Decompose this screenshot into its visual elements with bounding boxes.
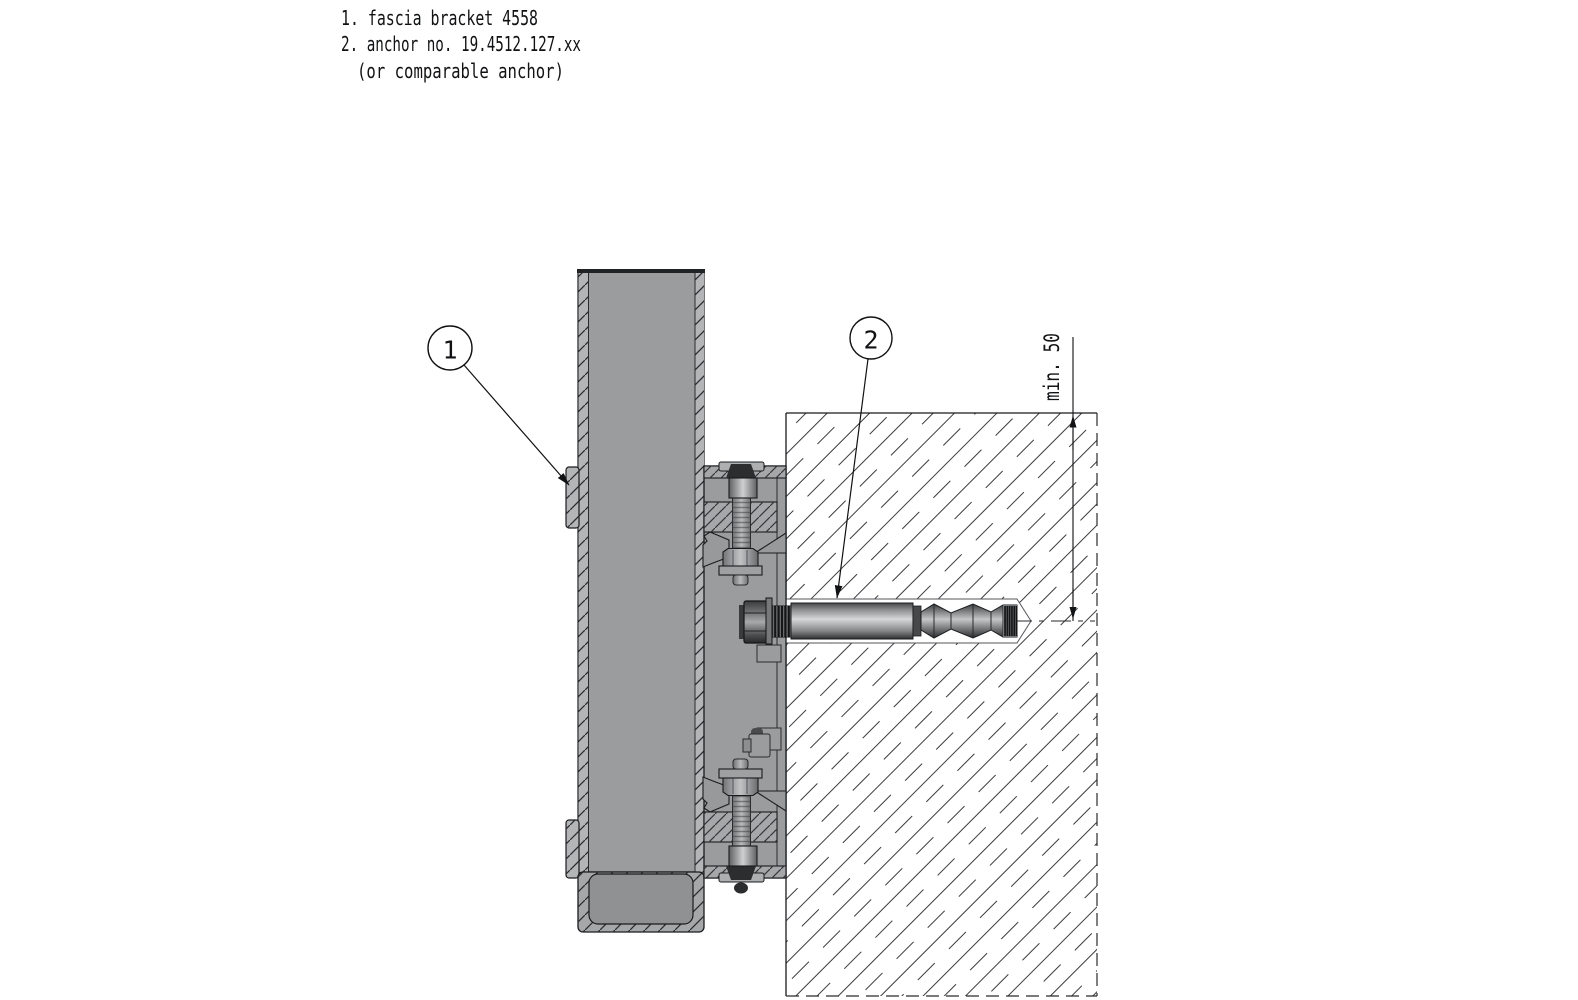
callout-1: 1 (427, 325, 570, 486)
callout-1-leader (463, 364, 570, 486)
bracket-nub-inner (742, 738, 752, 753)
callout-2: 2 (834, 316, 893, 599)
mounting-bracket (702, 461, 787, 894)
callout-2-circle (849, 316, 893, 360)
anchor-bolt (739, 597, 1018, 645)
wall-hatch (786, 413, 1097, 996)
profile-body (577, 269, 705, 873)
anchor-shank (790, 602, 914, 640)
profile-bottom-cap (577, 871, 705, 933)
dimension-label: min. 50 (1040, 333, 1064, 401)
callout-2-label: 2 (863, 326, 878, 355)
anchor-knurl (1003, 605, 1018, 637)
callout-1-circle (427, 325, 473, 371)
cap-insert (588, 873, 694, 925)
note-line-1: 1. fascia bracket 4558 (341, 6, 538, 30)
bracket-nub (748, 733, 771, 758)
anchor-neck-ring (912, 605, 922, 637)
anchor-hex-head (743, 600, 768, 644)
notes-block: 1. fascia bracket 4558 2. anchor no. 19.… (341, 6, 581, 83)
profile-top-edge (577, 269, 705, 273)
dimension-min-50: min. 50 (1040, 333, 1077, 621)
bottom-bolt-dome (734, 882, 748, 894)
note-line-3: (or comparable anchor) (357, 59, 564, 83)
callout-2-leader (834, 358, 869, 599)
anchor-flange-washer (765, 597, 773, 645)
bracket-step-upper (756, 644, 782, 663)
note-line-2: 2. anchor no. 19.4512.127.xx (341, 32, 581, 56)
anchor-head-collar (739, 605, 744, 639)
callout-1-label: 1 (442, 336, 457, 365)
wall-section (785, 412, 1098, 997)
fascia-profile (565, 269, 705, 933)
